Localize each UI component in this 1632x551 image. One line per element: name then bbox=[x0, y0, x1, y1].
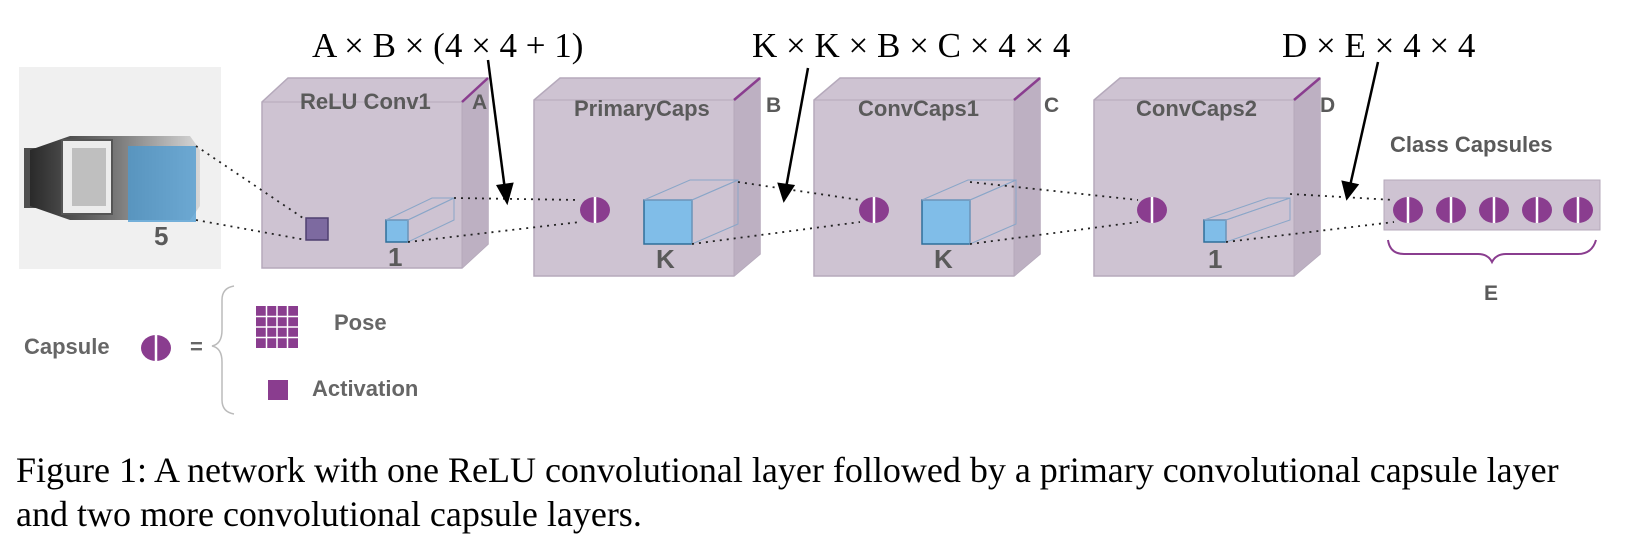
kernel-box bbox=[643, 199, 693, 245]
input-image: 5 bbox=[19, 67, 221, 269]
capsule-icon bbox=[578, 195, 612, 225]
kernel-box bbox=[385, 219, 409, 243]
class-capsules-title: Class Capsules bbox=[1390, 132, 1553, 157]
legend-pose-label: Pose bbox=[334, 310, 387, 335]
class-capsule-icon bbox=[1561, 195, 1595, 225]
class-capsule-icon bbox=[1520, 195, 1554, 225]
layer-relu-conv1-kernel: 1 bbox=[388, 242, 402, 272]
legend-activation-label: Activation bbox=[312, 376, 418, 401]
class-capsules: Class Capsules E bbox=[1383, 132, 1601, 305]
legend-capsule-label: Capsule bbox=[24, 334, 110, 359]
layer-primarycaps-title: PrimaryCaps bbox=[574, 96, 710, 121]
input-kernel-highlight bbox=[128, 146, 196, 222]
figure-caption: Figure 1: A network with one ReLU convol… bbox=[16, 450, 1559, 534]
class-capsules-brace bbox=[1387, 239, 1597, 265]
layer-primarycaps: PrimaryCaps B K bbox=[533, 77, 781, 277]
class-capsule-icon bbox=[1434, 195, 1468, 225]
class-capsules-count-label: E bbox=[1484, 282, 1498, 305]
activation-unit bbox=[305, 217, 329, 241]
layer-convcaps1-depth: C bbox=[1044, 94, 1059, 117]
layer-primarycaps-kernel: K bbox=[656, 244, 675, 274]
layer-relu-conv1-title: ReLU Conv1 bbox=[300, 89, 431, 114]
layer-convcaps1-kernel: K bbox=[934, 244, 953, 274]
formula-primarycaps-params: K × K × B × C × 4 × 4 bbox=[752, 26, 1070, 65]
layer-convcaps1-title: ConvCaps1 bbox=[858, 96, 979, 121]
formula-arrows bbox=[486, 59, 1380, 206]
kernel-box bbox=[921, 199, 971, 245]
input-kernel-label: 5 bbox=[154, 221, 168, 251]
connection-lines bbox=[195, 145, 1395, 245]
formula-conv1-params: A × B × (4 × 4 + 1) bbox=[312, 26, 583, 65]
layer-convcaps2-depth: D bbox=[1320, 94, 1335, 117]
activation-icon bbox=[268, 380, 288, 400]
legend-capsule-icon bbox=[139, 333, 173, 363]
layer-convcaps2-title: ConvCaps2 bbox=[1136, 96, 1257, 121]
layer-relu-conv1: ReLU Conv1 A 1 bbox=[261, 77, 489, 272]
layer-convcaps2: ConvCaps2 D 1 bbox=[1093, 77, 1335, 277]
layer-relu-conv1-depth: A bbox=[472, 91, 487, 114]
layer-convcaps2-kernel: 1 bbox=[1208, 244, 1222, 274]
class-capsule-icon bbox=[1477, 195, 1511, 225]
pose-grid-icon bbox=[256, 306, 298, 348]
capsule-network-diagram: 5 ReLU Conv1 A 1 PrimaryCaps B K bbox=[19, 26, 1601, 415]
kernel-box bbox=[1203, 219, 1227, 243]
capsule-icon bbox=[857, 195, 891, 225]
layer-convcaps1: ConvCaps1 C K bbox=[813, 77, 1059, 277]
legend-brace bbox=[211, 285, 235, 415]
capsule-icon bbox=[1135, 195, 1169, 225]
class-capsule-icon bbox=[1391, 195, 1425, 225]
legend-equals: = bbox=[190, 334, 203, 359]
formula-class-params: D × E × 4 × 4 bbox=[1282, 26, 1475, 65]
layer-primarycaps-depth: B bbox=[766, 94, 781, 117]
legend: Capsule = Pose Activation bbox=[24, 285, 418, 415]
